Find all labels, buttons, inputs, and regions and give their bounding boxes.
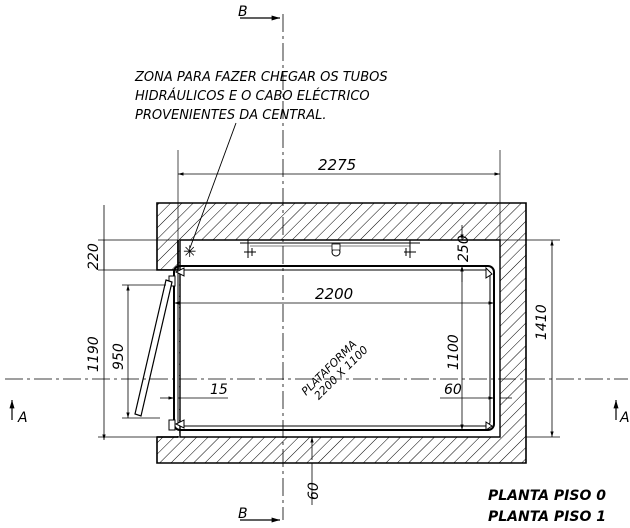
note-line-1: ZONA PARA FAZER CHEGAR OS TUBOS xyxy=(134,70,388,85)
dim-250: 250 xyxy=(456,235,472,262)
dim-1100: 1100 xyxy=(446,334,462,370)
dim-60-right: 60 xyxy=(444,382,462,398)
marker-asterisk: ✳ xyxy=(183,242,196,261)
section-b-marks: B B xyxy=(238,4,280,523)
platform xyxy=(168,265,495,431)
note-line-2: HIDRÁULICOS E O CABO ELÉCTRICO xyxy=(135,88,370,104)
dim-1410: 1410 xyxy=(534,304,550,340)
installation-note: ZONA PARA FAZER CHEGAR OS TUBOS HIDRÁULI… xyxy=(134,70,388,261)
shaft-walls xyxy=(156,202,527,464)
note-line-3: PROVENIENTES DA CENTRAL. xyxy=(135,108,327,123)
dim-950: 950 xyxy=(111,343,127,370)
title-piso-1: PLANTA PISO 1 xyxy=(488,509,606,525)
dim-overall-width: 2275 xyxy=(318,156,356,174)
section-a-left-label: A xyxy=(17,410,28,426)
title-piso-0: PLANTA PISO 0 xyxy=(488,488,606,504)
dim-platform-width: 2200 xyxy=(315,285,353,303)
dim-15: 15 xyxy=(210,382,228,398)
dim-220: 220 xyxy=(86,243,102,270)
rail-equipment xyxy=(240,240,420,258)
section-a-marks: A A xyxy=(9,400,630,426)
door-panel xyxy=(134,279,173,417)
dim-1190: 1190 xyxy=(86,336,102,372)
drawing-titles: PLANTA PISO 0 PLANTA PISO 1 xyxy=(488,488,606,525)
dim-60-bottom: 60 xyxy=(306,482,322,500)
center-lines xyxy=(5,14,628,520)
dimension-lines: 2275 2200 220 1190 950 250 1100 1410 xyxy=(86,150,560,505)
section-b-bottom-label: B xyxy=(238,506,248,522)
section-a-right-label: A xyxy=(619,410,630,426)
section-b-top-label: B xyxy=(238,4,248,20)
